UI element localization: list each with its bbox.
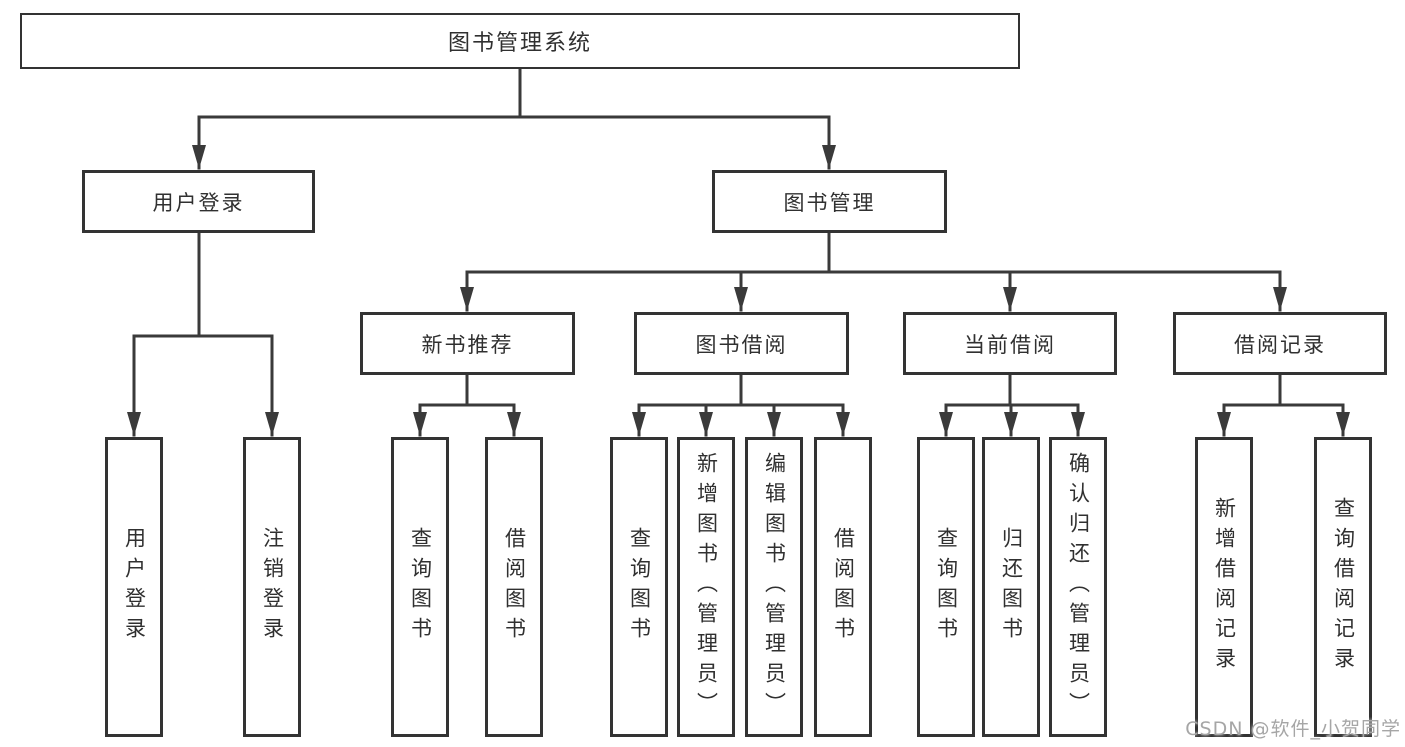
connector-user-login-to-leaves — [127, 231, 279, 437]
leaf-add-borrow-record: 新增借阅记录 — [1195, 437, 1253, 737]
connector-book-mgmt-to-groups — [460, 231, 1287, 312]
leaf-query-books-recommend: 查询图书 — [391, 437, 449, 737]
leaf-edit-book-admin-label: 编辑图书（管理员） — [762, 452, 787, 722]
connector-book-borrow-to-leaves — [632, 373, 850, 437]
node-root: 图书管理系统 — [20, 13, 1020, 69]
leaf-edit-book-admin: 编辑图书（管理员） — [745, 437, 803, 737]
node-user-login-label: 用户登录 — [152, 190, 245, 215]
connector-new-books-to-leaves — [413, 373, 521, 437]
node-book-borrow: 图书借阅 — [634, 312, 849, 375]
leaf-add-book-admin: 新增图书（管理员） — [677, 437, 735, 737]
node-new-book-recommend: 新书推荐 — [360, 312, 575, 375]
node-borrow-records: 借阅记录 — [1173, 312, 1387, 375]
leaf-query-borrow-record: 查询借阅记录 — [1314, 437, 1372, 737]
leaf-query-books-current-label: 查询图书 — [934, 527, 959, 647]
node-user-login: 用户登录 — [82, 170, 315, 233]
leaf-query-borrow-record-label: 查询借阅记录 — [1331, 497, 1356, 677]
leaf-confirm-return-admin: 确认归还（管理员） — [1049, 437, 1107, 737]
node-borrow-records-label: 借阅记录 — [1234, 332, 1326, 357]
leaf-query-books-current: 查询图书 — [917, 437, 975, 737]
leaf-user-login: 用户登录 — [105, 437, 163, 737]
leaf-borrow-books-label: 借阅图书 — [831, 527, 856, 647]
leaf-query-books-recommend-label: 查询图书 — [408, 527, 433, 647]
leaf-borrow-books-recommend-label: 借阅图书 — [502, 527, 527, 647]
leaf-logout: 注销登录 — [243, 437, 301, 737]
leaf-return-books: 归还图书 — [982, 437, 1040, 737]
leaf-add-book-admin-label: 新增图书（管理员） — [694, 452, 719, 722]
node-book-borrow-label: 图书借阅 — [695, 332, 788, 357]
leaf-query-books-borrow-label: 查询图书 — [627, 527, 652, 647]
leaf-user-login-label: 用户登录 — [122, 527, 147, 647]
leaf-confirm-return-admin-label: 确认归还（管理员） — [1066, 452, 1091, 722]
node-new-book-recommend-label: 新书推荐 — [421, 332, 514, 357]
leaf-logout-label: 注销登录 — [260, 527, 285, 647]
leaf-return-books-label: 归还图书 — [999, 527, 1024, 647]
leaf-borrow-books: 借阅图书 — [814, 437, 872, 737]
leaf-add-borrow-record-label: 新增借阅记录 — [1212, 497, 1237, 677]
node-root-label: 图书管理系统 — [447, 31, 592, 56]
leaf-query-books-borrow: 查询图书 — [610, 437, 668, 737]
connector-borrow-records-to-leaves — [1217, 373, 1350, 437]
csdn-watermark: CSDN @软件_小贺同学 — [1185, 718, 1401, 740]
node-book-management-label: 图书管理 — [783, 190, 876, 215]
connector-current-borrow-to-leaves — [939, 373, 1085, 437]
node-current-borrow-label: 当前借阅 — [964, 332, 1056, 357]
node-current-borrow: 当前借阅 — [903, 312, 1117, 375]
node-book-management: 图书管理 — [712, 170, 947, 233]
connector-root-to-level2 — [192, 67, 836, 170]
leaf-borrow-books-recommend: 借阅图书 — [485, 437, 543, 737]
